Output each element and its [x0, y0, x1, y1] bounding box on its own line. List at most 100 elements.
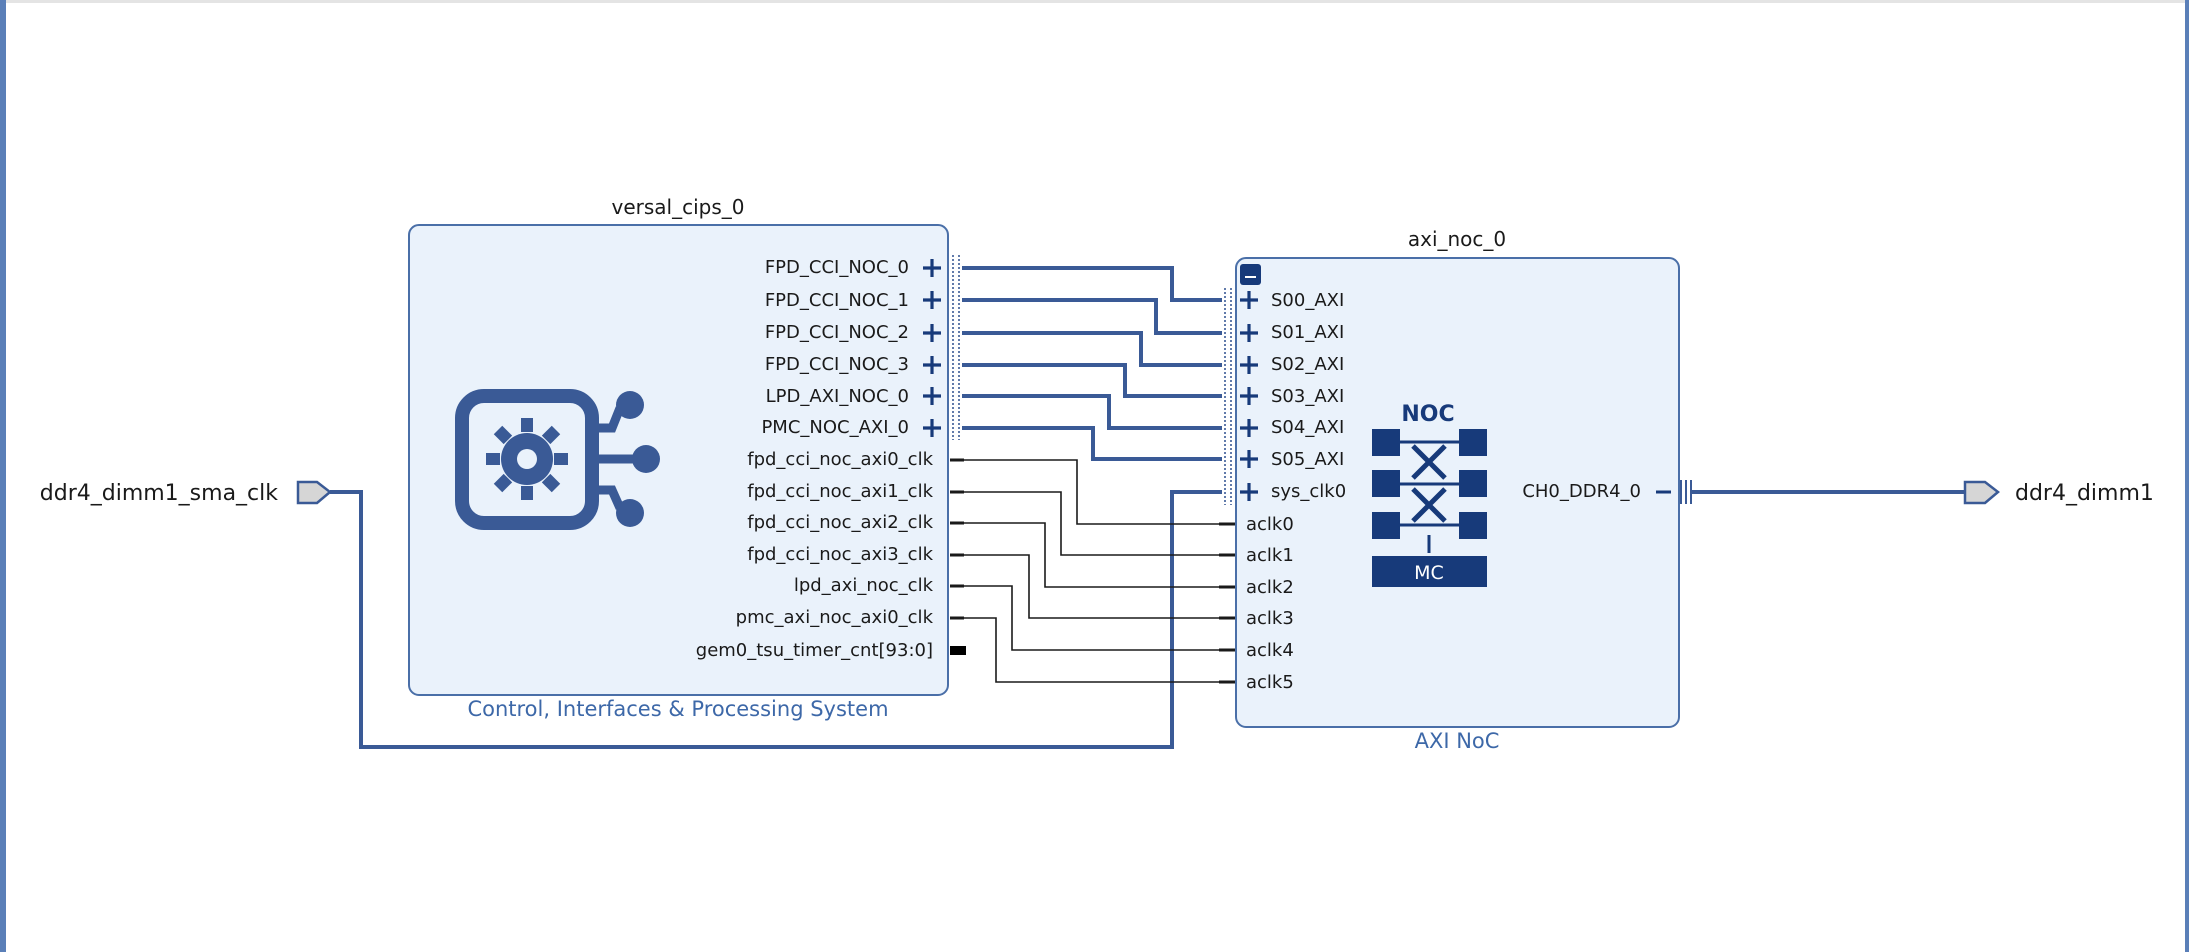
expand-plus-icon[interactable]	[923, 419, 941, 437]
cips-clk-port-row[interactable]: lpd_axi_noc_clk	[794, 575, 964, 596]
cips-bus-port-row[interactable]: LPD_AXI_NOC_0	[766, 386, 941, 407]
clk-net[interactable]	[964, 491, 1219, 556]
expand-plus-icon[interactable]	[1240, 356, 1258, 374]
noc-icon-title: NOC	[1401, 402, 1454, 427]
cips-clk-port-label: gem0_tsu_timer_cnt[93:0]	[696, 640, 933, 661]
noc-icon-mc: MC	[1414, 562, 1444, 584]
cips-bus-port-label: LPD_AXI_NOC_0	[766, 386, 909, 407]
noc-axi-port-row[interactable]: S02_AXI	[1240, 354, 1344, 375]
cips-bus-port-label: PMC_NOC_AXI_0	[761, 417, 909, 438]
noc-aclk-port-row[interactable]: aclk0	[1219, 514, 1294, 535]
noc-axi-port-label: S03_AXI	[1271, 386, 1344, 407]
noc-aclk-port-row[interactable]: aclk1	[1219, 545, 1294, 566]
noc-axi-port-row[interactable]: sys_clk0	[1240, 481, 1346, 502]
expand-plus-icon[interactable]	[1240, 419, 1258, 437]
external-input-port[interactable]: ddr4_dimm1_sma_clk	[40, 480, 332, 506]
cips-clk-port-row[interactable]: pmc_axi_noc_axi0_clk	[736, 607, 964, 628]
cips-clk-port-label: fpd_cci_noc_axi0_clk	[747, 449, 933, 470]
cips-bus-port-row[interactable]: FPD_CCI_NOC_2	[765, 322, 941, 343]
cips-bus-port-label: FPD_CCI_NOC_3	[765, 354, 909, 375]
external-output-port-label: ddr4_dimm1	[2015, 481, 2154, 506]
noc-aclk-port-label: aclk1	[1246, 545, 1294, 566]
bus-net[interactable]	[962, 331, 1222, 367]
noc-axi-port-label: S05_AXI	[1271, 449, 1344, 470]
noc-axi-port-label: S00_AXI	[1271, 290, 1344, 311]
cips-clk-port-row[interactable]: fpd_cci_noc_axi0_clk	[747, 449, 964, 470]
sys-clk-net[interactable]	[330, 490, 1222, 749]
noc-axi-port-label: S04_AXI	[1271, 417, 1344, 438]
noc-axi-port-label: sys_clk0	[1271, 481, 1346, 502]
cips-clk-port-row[interactable]: fpd_cci_noc_axi2_clk	[747, 512, 964, 533]
output-port-arrow-icon[interactable]	[1963, 480, 2000, 505]
noc-aclk-port-row[interactable]: aclk5	[1219, 672, 1294, 693]
clk-net[interactable]	[964, 522, 1219, 588]
noc-aclk-port-label: aclk2	[1246, 577, 1294, 598]
bus-net[interactable]	[962, 426, 1222, 461]
noc-aclk-port-row[interactable]: aclk2	[1219, 577, 1294, 598]
input-port-arrow-icon[interactable]	[296, 480, 332, 505]
gear-chip-icon	[455, 389, 660, 530]
noc-aclk-port-label: aclk0	[1246, 514, 1294, 535]
noc-aclk-port-label: aclk5	[1246, 672, 1294, 693]
clk-net[interactable]	[964, 554, 1219, 619]
canvas-right-border	[2185, 0, 2189, 952]
cips-subtitle: Control, Interfaces & Processing System	[467, 697, 888, 721]
cips-bus-port-label: FPD_CCI_NOC_1	[765, 290, 909, 311]
noc-aclk-port-row[interactable]: aclk4	[1219, 640, 1294, 661]
expand-plus-icon[interactable]	[923, 259, 941, 277]
cips-block-body[interactable]	[408, 224, 949, 696]
noc-aclk-port-label: aclk3	[1246, 608, 1294, 629]
bus-pin-stub[interactable]	[950, 646, 966, 655]
cips-bus-port-label: FPD_CCI_NOC_2	[765, 322, 909, 343]
clk-net[interactable]	[964, 459, 1219, 525]
collapse-button[interactable]	[1240, 264, 1261, 285]
canvas-top-border	[6, 0, 2189, 3]
noc-subtitle: AXI NoC	[1415, 729, 1500, 753]
cips-clk-port-row[interactable]: fpd_cci_noc_axi3_clk	[747, 544, 964, 565]
expand-plus-icon[interactable]	[923, 356, 941, 374]
noc-axi-port-row[interactable]: S01_AXI	[1240, 322, 1344, 343]
clk-net[interactable]	[964, 585, 1219, 651]
cips-clk-port-row[interactable]: gem0_tsu_timer_cnt[93:0]	[696, 640, 966, 661]
noc-axi-port-label: S01_AXI	[1271, 322, 1344, 343]
bus-connections[interactable]	[330, 266, 1965, 749]
noc-axi-port-label: S02_AXI	[1271, 354, 1344, 375]
cips-bus-port-row[interactable]: FPD_CCI_NOC_3	[765, 354, 941, 375]
expand-plus-icon[interactable]	[1240, 291, 1258, 309]
expand-plus-icon[interactable]	[923, 387, 941, 405]
expand-plus-icon[interactable]	[1240, 387, 1258, 405]
cips-bus-port-row[interactable]: FPD_CCI_NOC_1	[765, 290, 941, 311]
cips-clk-port-label: fpd_cci_noc_axi2_clk	[747, 512, 933, 533]
bus-net[interactable]	[962, 266, 1222, 302]
expand-plus-icon[interactable]	[923, 291, 941, 309]
noc-axi-port-row[interactable]: S00_AXI	[1240, 290, 1344, 311]
cips-bus-port-row[interactable]: FPD_CCI_NOC_0	[765, 257, 941, 278]
noc-output-port-row[interactable]: CH0_DDR4_0	[1522, 480, 1692, 504]
noc-axi-port-row[interactable]: S03_AXI	[1240, 386, 1344, 407]
expand-plus-icon[interactable]	[1240, 324, 1258, 342]
clk-net[interactable]	[964, 617, 1219, 683]
cips-clk-port-label: pmc_axi_noc_axi0_clk	[736, 607, 934, 628]
noc-axi-port-row[interactable]: S04_AXI	[1240, 417, 1344, 438]
bus-connector-icon[interactable]	[1680, 480, 1692, 504]
canvas-left-border	[0, 0, 6, 952]
noc-block-body[interactable]	[1235, 257, 1680, 728]
expand-plus-icon[interactable]	[1240, 450, 1258, 468]
external-output-port[interactable]: ddr4_dimm1	[1963, 480, 2154, 506]
cips-clk-port-row[interactable]: fpd_cci_noc_axi1_clk	[747, 481, 964, 502]
clock-connections[interactable]	[964, 459, 1219, 683]
expand-plus-icon[interactable]	[923, 324, 941, 342]
cips-clk-port-label: fpd_cci_noc_axi3_clk	[747, 544, 933, 565]
noc-axi-port-row[interactable]: S05_AXI	[1240, 449, 1344, 470]
noc-block[interactable]: axi_noc_0 AXI NoC S00_AXI S01_AXI S02_AX…	[1219, 227, 1692, 753]
bus-net[interactable]	[962, 298, 1222, 335]
bus-net[interactable]	[962, 363, 1222, 398]
noc-aclk-port-row[interactable]: aclk3	[1219, 608, 1294, 629]
cips-clk-port-label: fpd_cci_noc_axi1_clk	[747, 481, 933, 502]
noc-icon: NOC MC	[1372, 402, 1487, 587]
bus-net[interactable]	[962, 394, 1222, 430]
cips-bus-port-row[interactable]: PMC_NOC_AXI_0	[761, 417, 941, 438]
expand-plus-icon[interactable]	[1240, 483, 1258, 501]
cips-block[interactable]: versal_cips_0 Control, Interfaces & Proc…	[408, 195, 966, 721]
